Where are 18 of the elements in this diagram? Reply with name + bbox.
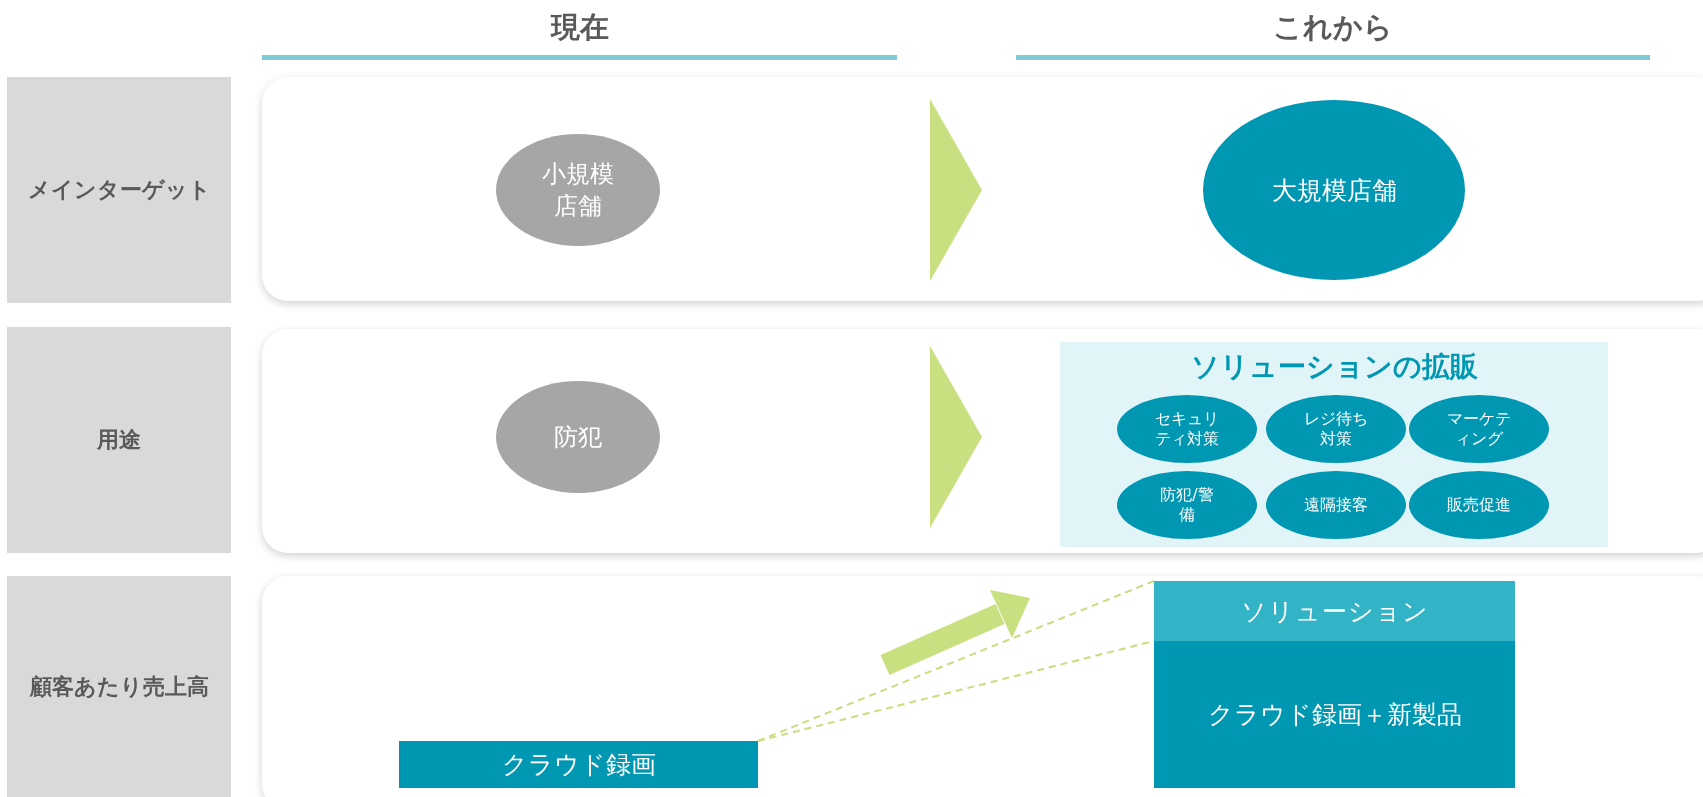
projection-line (757, 640, 1155, 742)
section-title: ソリューションの拡販 (1190, 349, 1478, 385)
ellipse: マーケティング (1409, 395, 1549, 463)
row-header: 用途 (7, 327, 231, 553)
ellipse: 防犯/警備 (1117, 471, 1257, 539)
product-bar: クラウド録画 (399, 741, 758, 788)
solution-band: ソリューション (1154, 581, 1515, 641)
solution-panel (1060, 342, 1608, 547)
row-header: メインターゲット (7, 77, 231, 303)
row-header: 顧客あたり売上高 (7, 576, 231, 797)
column-heading: これから (1272, 9, 1394, 46)
column-heading: 現在 (549, 9, 610, 46)
projection-line (757, 580, 1155, 742)
ellipse: レジ待ち対策 (1266, 395, 1406, 463)
product-box: クラウド録画＋新製品 (1154, 641, 1515, 788)
ellipse: 販売促進 (1409, 471, 1549, 539)
ellipse: 遠隔接客 (1266, 471, 1406, 539)
ellipse: セキュリティ対策 (1117, 395, 1257, 463)
